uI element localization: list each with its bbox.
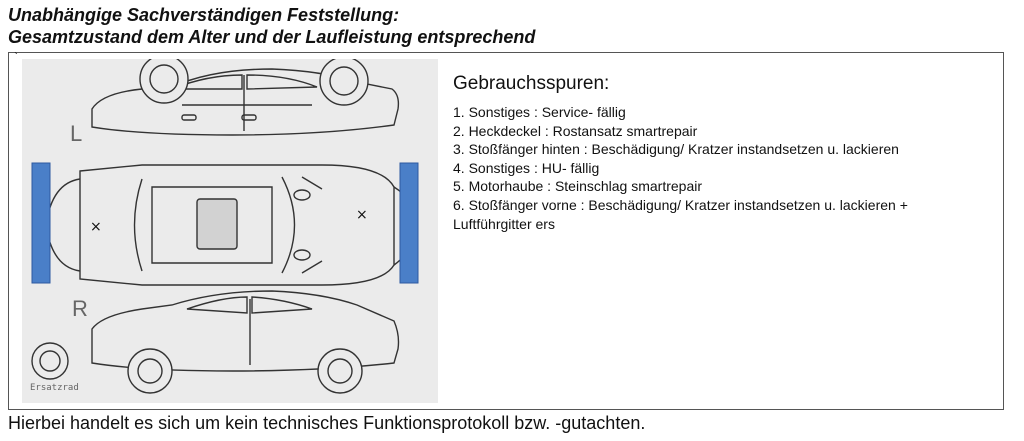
list-item: 3. Stoßfänger hinten : Beschädigung/ Kra… — [453, 141, 899, 158]
car-right-side-icon — [91, 290, 400, 394]
damage-marker-hood: × — [356, 207, 368, 223]
condition-box: ` — [8, 50, 1004, 410]
list-item: 6. Stoßfänger vorne : Beschädigung/ Krat… — [453, 196, 908, 213]
heading-line-1: Unabhängige Sachverständigen Feststellun… — [8, 5, 400, 25]
right-side-label: R — [72, 296, 88, 321]
damage-marker-rear: × — [90, 219, 102, 235]
wear-panel: Gebrauchsspuren: 1. Sonstiges : Service-… — [453, 73, 993, 233]
left-side-label: L — [70, 121, 83, 146]
disclaimer-text: Hierbei handelt es sich um kein technisc… — [8, 413, 646, 433]
list-item: 4. Sonstiges : HU- fällig — [453, 159, 600, 176]
spare-wheel-label: Ersatzrad — [30, 383, 79, 393]
heading-line-2: Gesamtzustand dem Alter und der Laufleis… — [8, 27, 536, 47]
vehicle-damage-diagram: × × L R Ersatzrad — [22, 59, 438, 403]
rear-bumper-highlight — [31, 162, 51, 284]
report-heading: Unabhängige Sachverständigen Feststellun… — [8, 4, 535, 48]
damage-list: 1. Sonstiges : Service- fällig 2. Heckde… — [453, 103, 993, 233]
car-diagram-svg: × × — [31, 59, 419, 394]
spare-wheel-icon — [31, 342, 69, 380]
list-item: 2. Heckdeckel : Rostansatz smartrepair — [453, 122, 698, 139]
front-bumper-highlight — [399, 162, 419, 284]
car-left-side-icon — [91, 59, 400, 136]
list-item: Luftführgitter ers — [453, 215, 555, 232]
list-item: 5. Motorhaube : Steinschlag smartrepair — [453, 178, 703, 195]
panel-title: Gebrauchsspuren: — [453, 73, 610, 94]
list-item: 1. Sonstiges : Service- fällig — [453, 104, 626, 120]
tick-mark: ` — [14, 50, 18, 64]
